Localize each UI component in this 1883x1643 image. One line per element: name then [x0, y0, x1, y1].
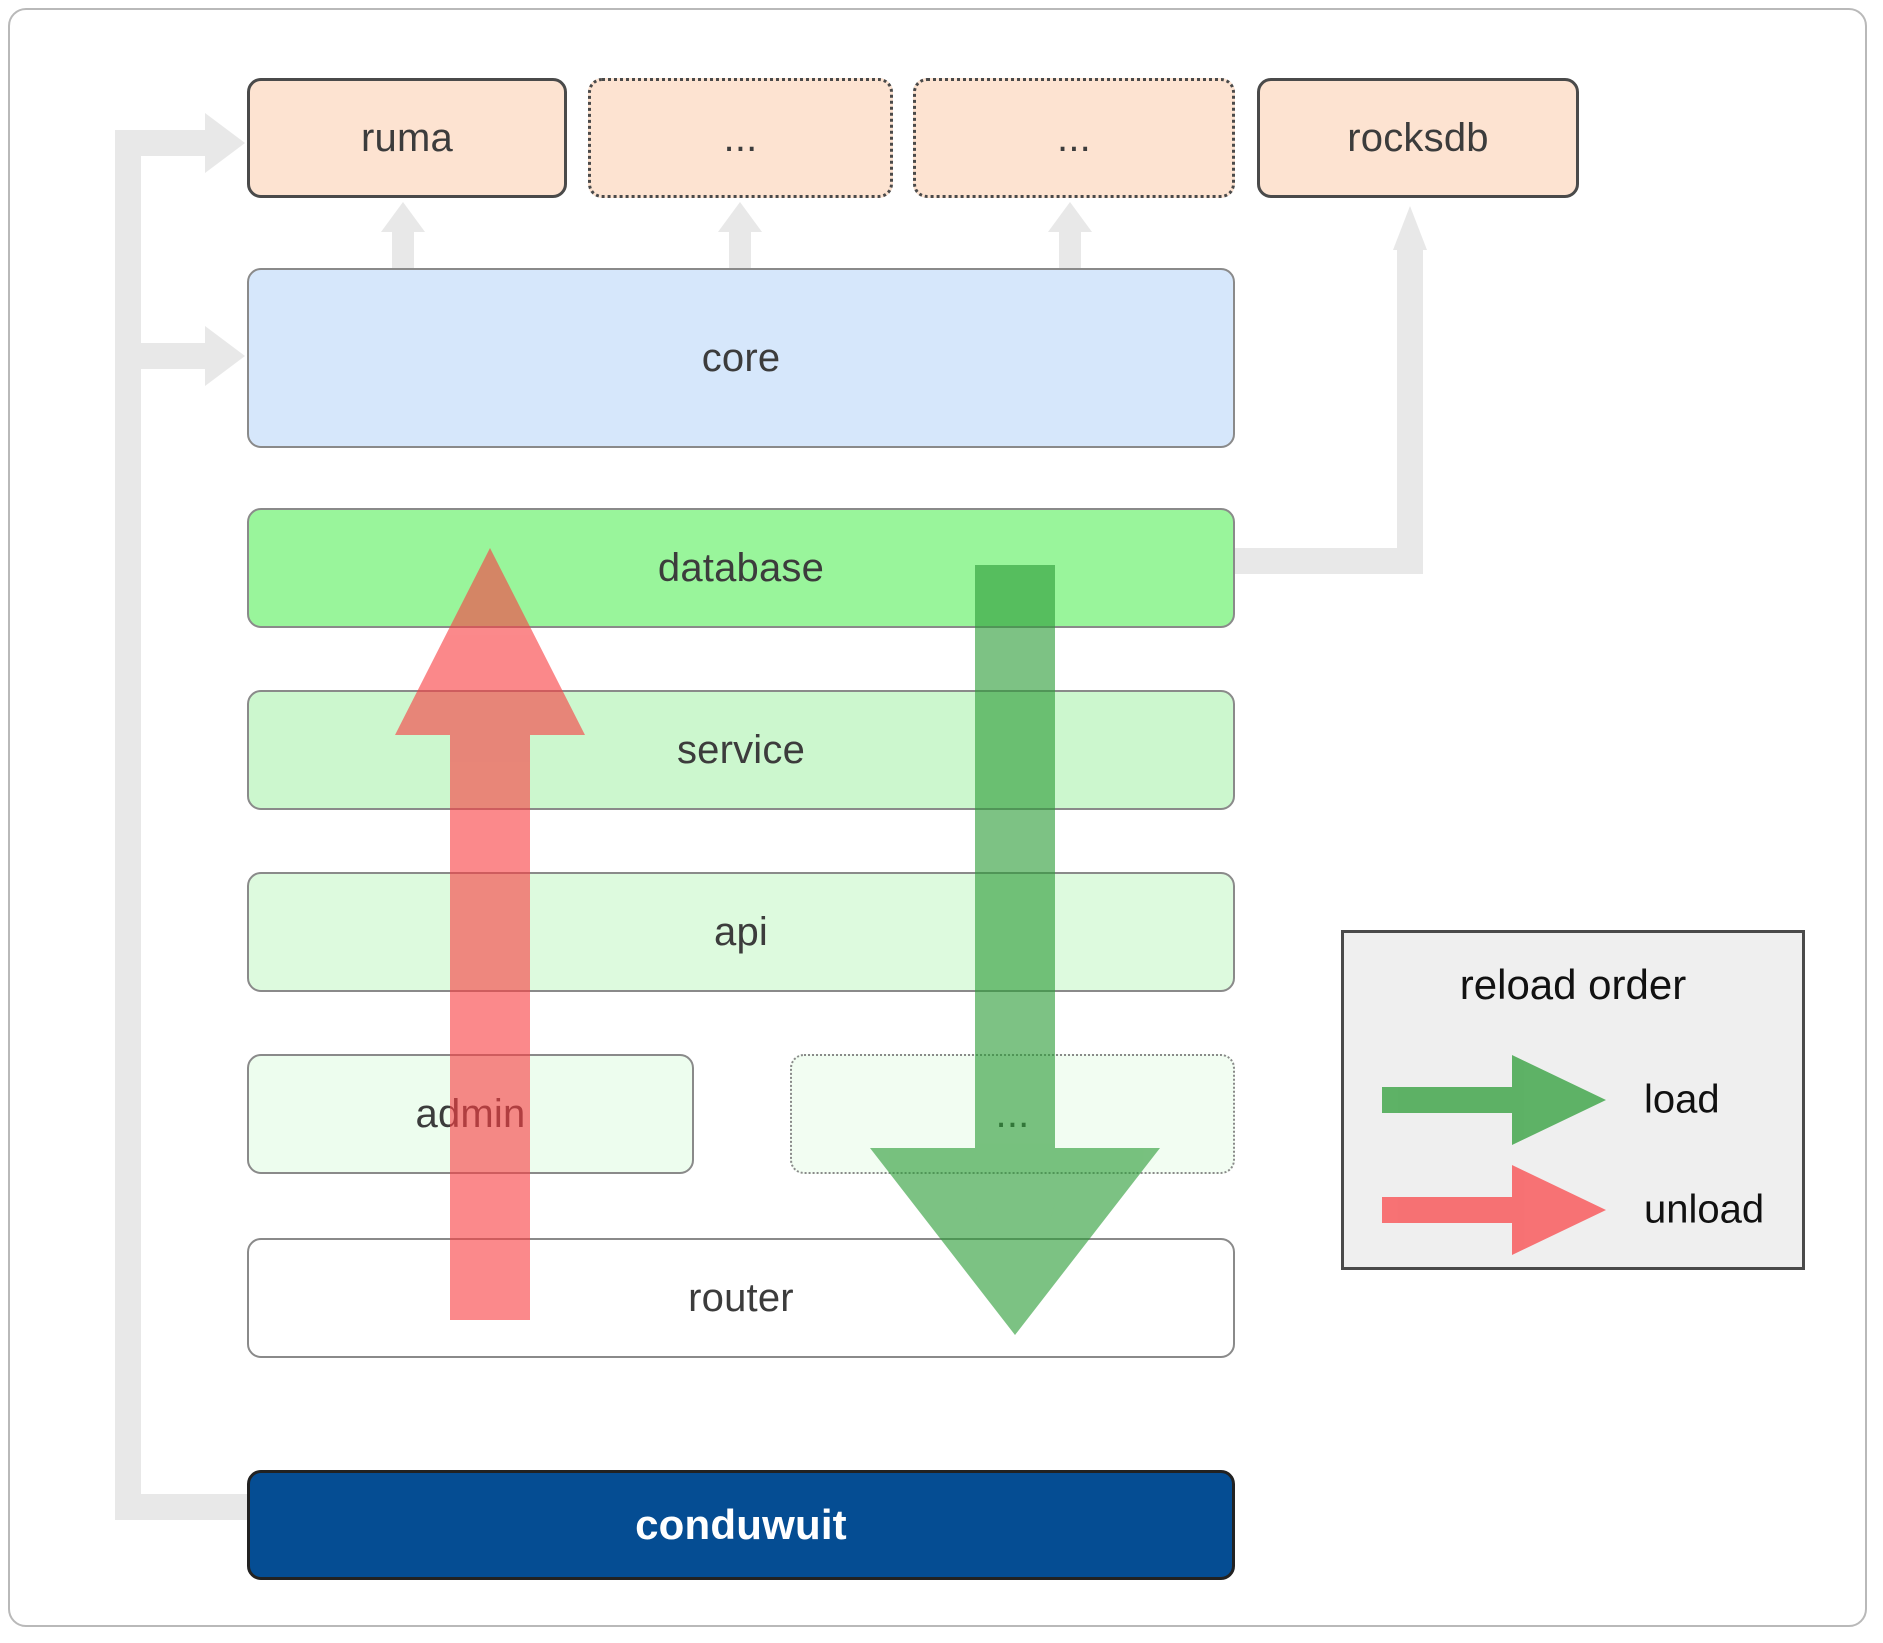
node-rocksdb[interactable]: rocksdb [1257, 78, 1579, 198]
legend-panel: reload order load unload [1341, 930, 1805, 1270]
node-api[interactable]: api [247, 872, 1235, 992]
legend-unload-arrow-icon [1382, 1165, 1606, 1255]
node-service[interactable]: service [247, 690, 1235, 810]
node-ruma-label: ruma [361, 115, 453, 160]
node-api-label: api [714, 909, 768, 954]
legend-row-unload: unload [1344, 1165, 1802, 1255]
node-database[interactable]: database [247, 508, 1235, 628]
node-external-placeholder-1[interactable]: ... [588, 78, 893, 198]
legend-load-label: load [1644, 1077, 1720, 1122]
node-router-label: router [688, 1275, 794, 1320]
node-crate-placeholder-label: ... [995, 1091, 1030, 1136]
node-external-placeholder-2[interactable]: ... [913, 78, 1235, 198]
node-database-label: database [657, 545, 825, 590]
legend-row-load: load [1344, 1055, 1802, 1145]
node-rocksdb-label: rocksdb [1347, 115, 1489, 160]
node-service-label: service [676, 727, 806, 772]
node-external-placeholder-1-label: ... [723, 115, 758, 160]
node-router[interactable]: router [247, 1238, 1235, 1358]
node-admin[interactable]: admin [247, 1054, 694, 1174]
node-crate-placeholder[interactable]: ... [790, 1054, 1235, 1174]
node-core[interactable]: core [247, 268, 1235, 448]
legend-load-arrow-icon [1382, 1055, 1606, 1145]
legend-title: reload order [1459, 961, 1687, 1008]
diagram-frame [8, 8, 1867, 1627]
node-conduwuit[interactable]: conduwuit [247, 1470, 1235, 1580]
node-ruma[interactable]: ruma [247, 78, 567, 198]
legend-unload-label: unload [1644, 1187, 1765, 1232]
node-core-label: core [701, 335, 781, 380]
node-external-placeholder-2-label: ... [1057, 115, 1091, 160]
node-admin-label: admin [415, 1091, 526, 1136]
node-conduwuit-label: conduwuit [635, 1501, 847, 1548]
